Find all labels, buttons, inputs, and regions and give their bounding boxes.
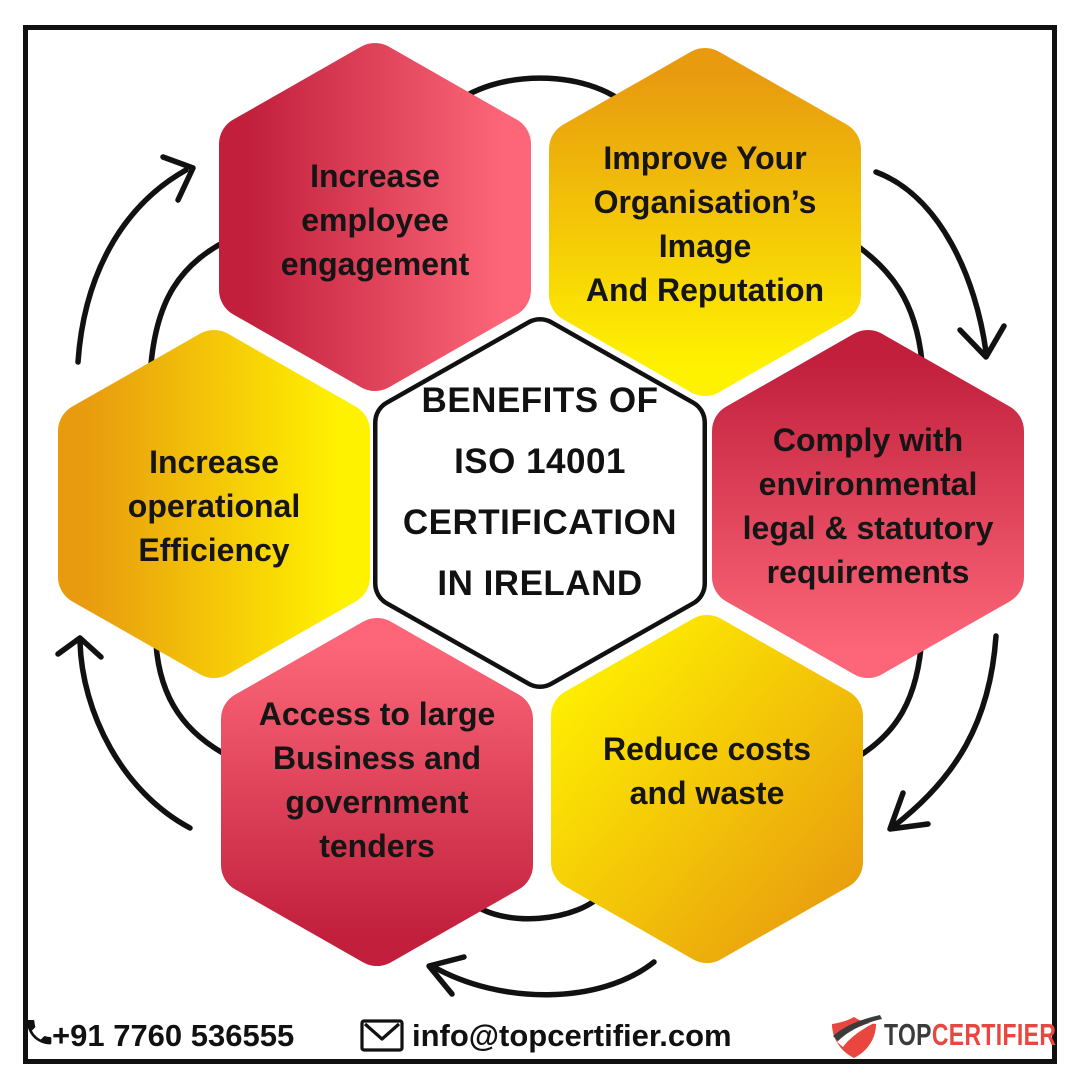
- email-icon: [360, 1019, 404, 1052]
- cycle-arrow-left-up-head-icon: [160, 154, 196, 203]
- cycle-arrow-bottom-left: [429, 959, 657, 998]
- cycle-arrow-left-up: [75, 167, 189, 365]
- topcertifier-logo: TOPCERTIFIER: [884, 1017, 1056, 1053]
- cycle-arrow-right-down-head-icon: [957, 323, 1007, 360]
- logo-text-certifier: CERTIFIER: [931, 1017, 1057, 1052]
- phone-icon: [27, 1020, 52, 1045]
- shield-icon: [832, 1015, 882, 1058]
- border-frame: [23, 25, 1057, 1064]
- hexagon-right: [712, 330, 1024, 678]
- cycle-arrow-right-down: [873, 169, 989, 355]
- hexagon-left: [58, 330, 370, 678]
- cycle-arrow-bottomleft-up: [77, 639, 193, 831]
- hexagon-top-left: [219, 43, 531, 391]
- hexagon-bottom-left: [221, 618, 533, 966]
- cycle-arrow-bottomright-down: [891, 633, 999, 829]
- phone-number: +91 7760 536555: [52, 1018, 295, 1053]
- cycle-arrow-bottomright-down-head-icon: [887, 790, 931, 832]
- cycle-arrow-bottom-left-head-icon: [426, 954, 467, 997]
- cycle-arrow-bottomleft-up-head-icon: [55, 635, 104, 660]
- hexagon-bottom-right: [551, 615, 863, 963]
- hexagon-top-right: [549, 48, 861, 396]
- cycle-link-left-topleft: [147, 233, 239, 381]
- center-hexagon: [377, 321, 703, 685]
- email-address: info@topcertifier.com: [412, 1018, 732, 1053]
- cycle-link-right-bottomright: [853, 633, 925, 761]
- cycle-link-left-bottomleft: [153, 641, 233, 760]
- logo-text-top: TOP: [884, 1017, 932, 1052]
